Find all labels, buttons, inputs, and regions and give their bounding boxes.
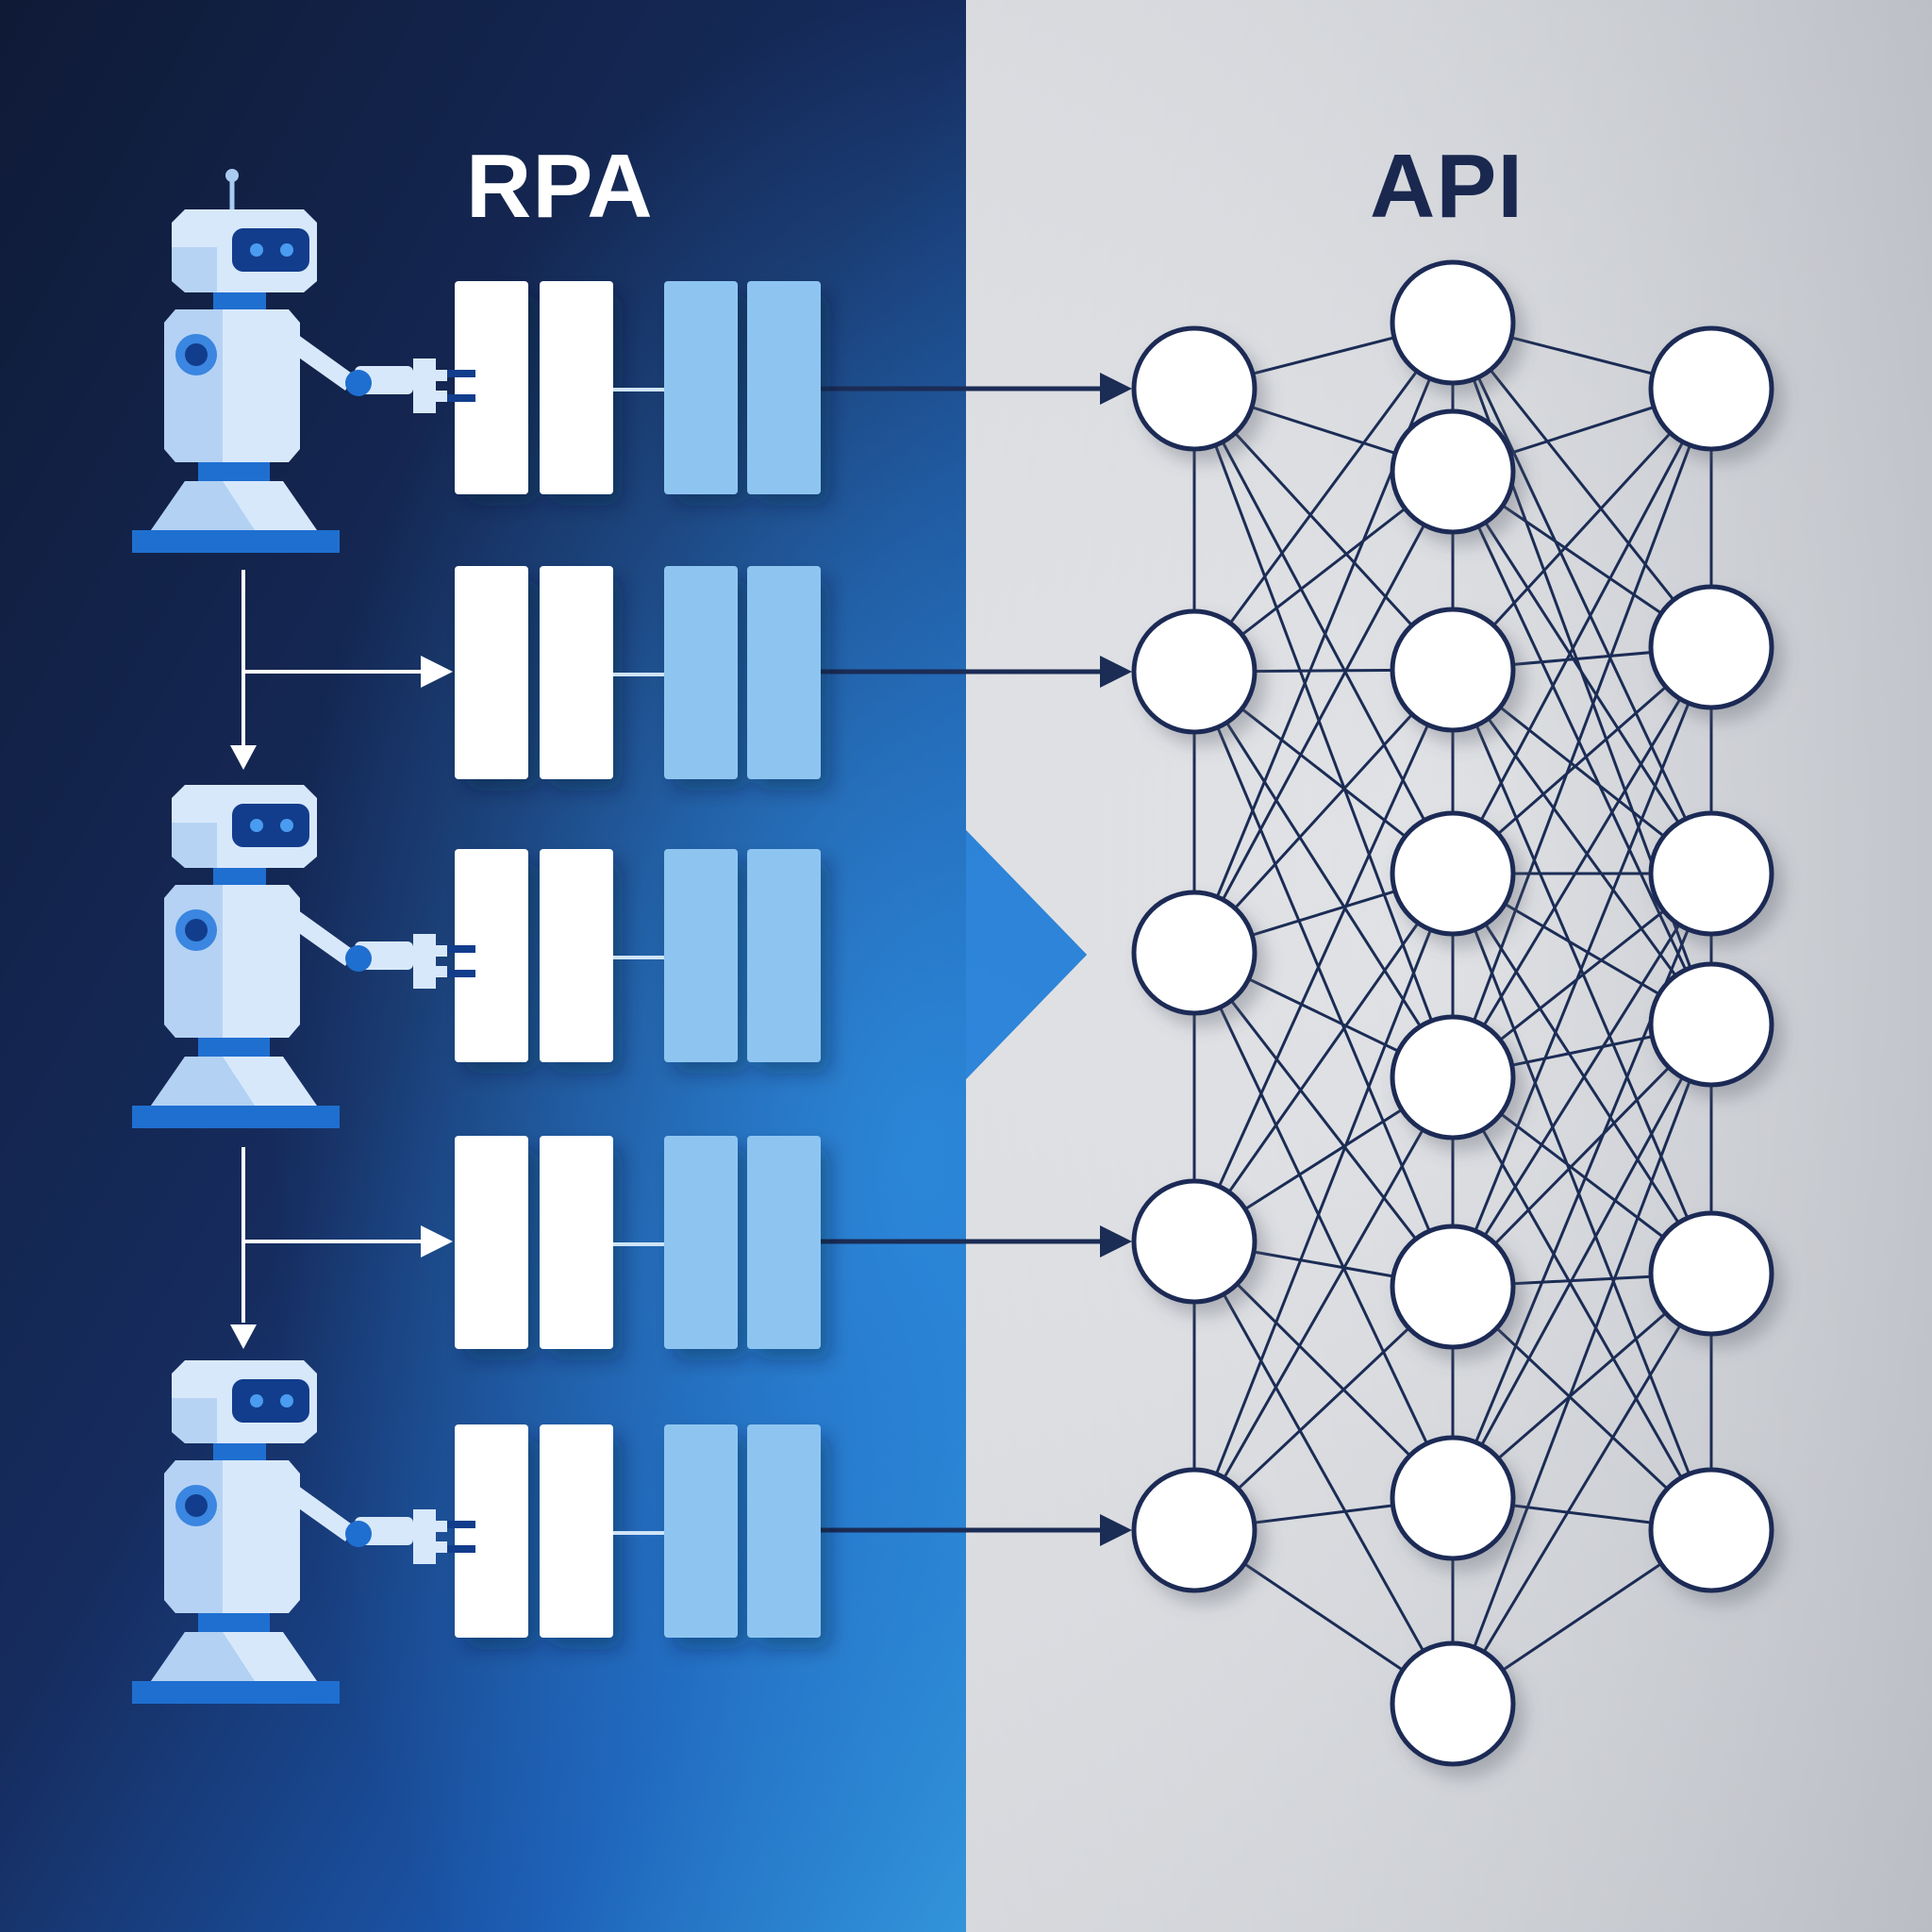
- network-nodes: [1131, 259, 1774, 1767]
- network-edge: [1451, 1024, 1713, 1705]
- network-edge: [1192, 671, 1455, 1288]
- network-edge: [1451, 669, 1713, 1025]
- network-edge: [1451, 646, 1713, 1078]
- network-edge: [1451, 669, 1713, 1274]
- network-node-icon: [1648, 961, 1774, 1088]
- network-node-icon: [1648, 584, 1774, 710]
- network-edge: [1192, 1076, 1455, 1531]
- network-edge: [1451, 322, 1713, 874]
- network-edge: [1451, 471, 1713, 1025]
- panel-blue: [664, 1424, 738, 1638]
- network-node-icon: [1131, 1178, 1257, 1305]
- panel-white: [455, 566, 528, 779]
- network-edge: [1451, 471, 1713, 874]
- panel-blue: [664, 849, 738, 1062]
- network-edge: [1451, 1076, 1713, 1531]
- network-node-icon: [1131, 890, 1257, 1016]
- panel-row: [455, 1136, 821, 1349]
- robot-icon: [132, 169, 475, 553]
- panel-white: [455, 281, 528, 494]
- panel-blue: [747, 566, 821, 779]
- network-edge: [1192, 322, 1455, 673]
- robot-icon: [132, 1360, 475, 1704]
- network-edge: [1451, 646, 1713, 1288]
- panel-row: [455, 849, 821, 1062]
- panel-row: [455, 1424, 821, 1638]
- network-node-icon: [1390, 1014, 1516, 1141]
- network-node-icon: [1390, 1641, 1516, 1767]
- network-edge: [1451, 873, 1713, 1274]
- robot-flow-arrows: [230, 570, 453, 1349]
- network-edge: [1451, 1024, 1713, 1499]
- network-node-icon: [1648, 325, 1774, 452]
- panel-to-network-connectors: [821, 373, 1132, 1546]
- network-edge: [1451, 873, 1713, 1288]
- network-edge: [1451, 387, 1713, 672]
- panel-white: [540, 566, 613, 779]
- panel-blue: [747, 281, 821, 494]
- network-edge: [1192, 388, 1455, 874]
- network-node-icon: [1648, 810, 1774, 937]
- network-edge: [1192, 873, 1455, 1242]
- network-node-icon: [1390, 810, 1516, 937]
- panel-blue: [664, 281, 738, 494]
- panel-blue: [747, 849, 821, 1062]
- robot-icon: [132, 785, 475, 1128]
- panel-white: [455, 1424, 528, 1638]
- network-edge: [1451, 388, 1713, 874]
- network-edge: [1192, 1241, 1455, 1705]
- arrow-right-icon: [421, 1225, 453, 1257]
- network-edge: [1451, 388, 1713, 1078]
- arrow-down-icon: [230, 745, 257, 770]
- network-edge: [1192, 387, 1455, 672]
- arrow-right-icon: [1100, 373, 1132, 405]
- panel-white: [540, 281, 613, 494]
- arrow-down-icon: [230, 1324, 257, 1349]
- arrow-right-icon: [1100, 656, 1132, 688]
- panel-blue: [747, 1424, 821, 1638]
- rpa-panel-rows: [455, 281, 821, 1638]
- network-node-icon: [1648, 1210, 1774, 1337]
- network-edge: [1192, 471, 1455, 954]
- network-node-icon: [1390, 607, 1516, 733]
- arrow-right-icon: [421, 656, 453, 688]
- network-node-icon: [1390, 1435, 1516, 1561]
- panel-blue: [664, 1136, 738, 1349]
- network-edge: [1192, 671, 1455, 1078]
- network-node-icon: [1390, 1224, 1516, 1350]
- rpa-heading: RPA: [466, 136, 654, 237]
- panel-white: [455, 1136, 528, 1349]
- network-node-icon: [1131, 1467, 1257, 1593]
- panel-white: [540, 849, 613, 1062]
- network-edge: [1192, 668, 1455, 955]
- network-edge: [1451, 1273, 1713, 1705]
- network-edge: [1192, 388, 1455, 1078]
- panel-white: [455, 849, 528, 1062]
- panel-row: [455, 281, 821, 494]
- network-node-icon: [1390, 259, 1516, 386]
- network-edge: [1192, 952, 1455, 1288]
- network-edge: [1192, 952, 1455, 1499]
- network-node-icon: [1131, 608, 1257, 735]
- panel-white: [540, 1136, 613, 1349]
- panel-row: [455, 566, 821, 779]
- arrow-right-icon: [1100, 1225, 1132, 1257]
- network-edge: [1451, 873, 1713, 1499]
- rpa-robots: [132, 169, 475, 1704]
- network-edge: [1192, 873, 1455, 1531]
- network-node-icon: [1390, 408, 1516, 535]
- api-heading: API: [1370, 136, 1524, 237]
- panel-blue: [747, 1136, 821, 1349]
- network-edge: [1192, 669, 1455, 1242]
- network-edge: [1451, 873, 1713, 1531]
- network-edge: [1451, 322, 1713, 648]
- panel-white: [540, 1424, 613, 1638]
- network-node-icon: [1648, 1467, 1774, 1593]
- panel-blue: [664, 566, 738, 779]
- chevron-right-icon: [966, 830, 1087, 1079]
- network-node-icon: [1131, 325, 1257, 452]
- arrow-right-icon: [1100, 1514, 1132, 1546]
